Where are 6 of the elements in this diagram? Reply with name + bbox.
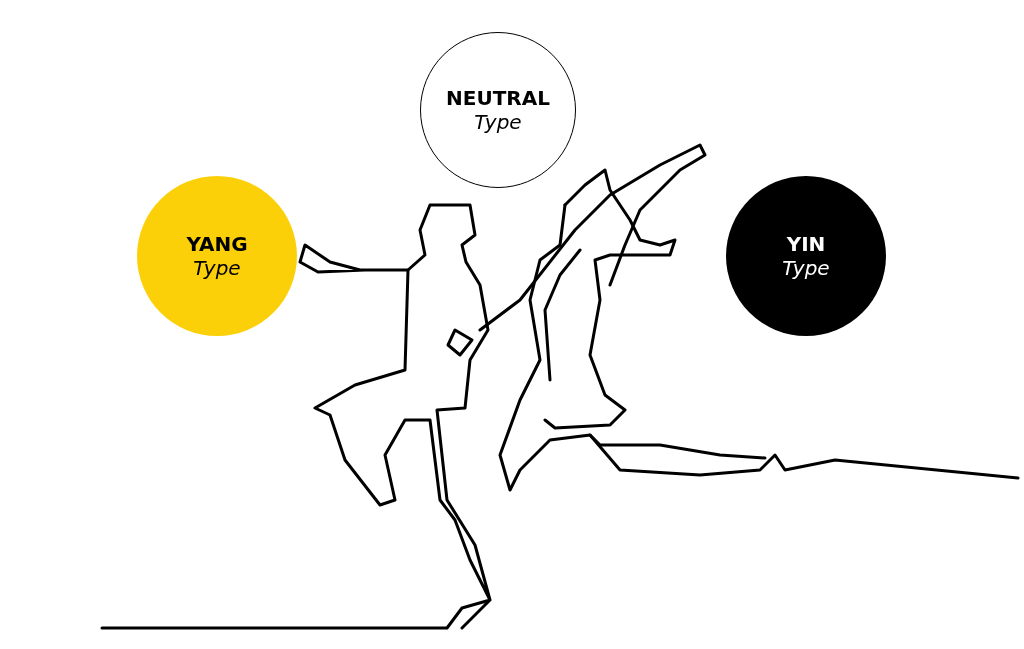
type-heading: NEUTRAL bbox=[446, 86, 550, 110]
type-label: Type bbox=[782, 256, 830, 280]
type-label: Type bbox=[474, 110, 522, 134]
type-label: Type bbox=[193, 256, 241, 280]
type-heading: YANG bbox=[186, 232, 248, 256]
type-heading: YIN bbox=[786, 232, 826, 256]
